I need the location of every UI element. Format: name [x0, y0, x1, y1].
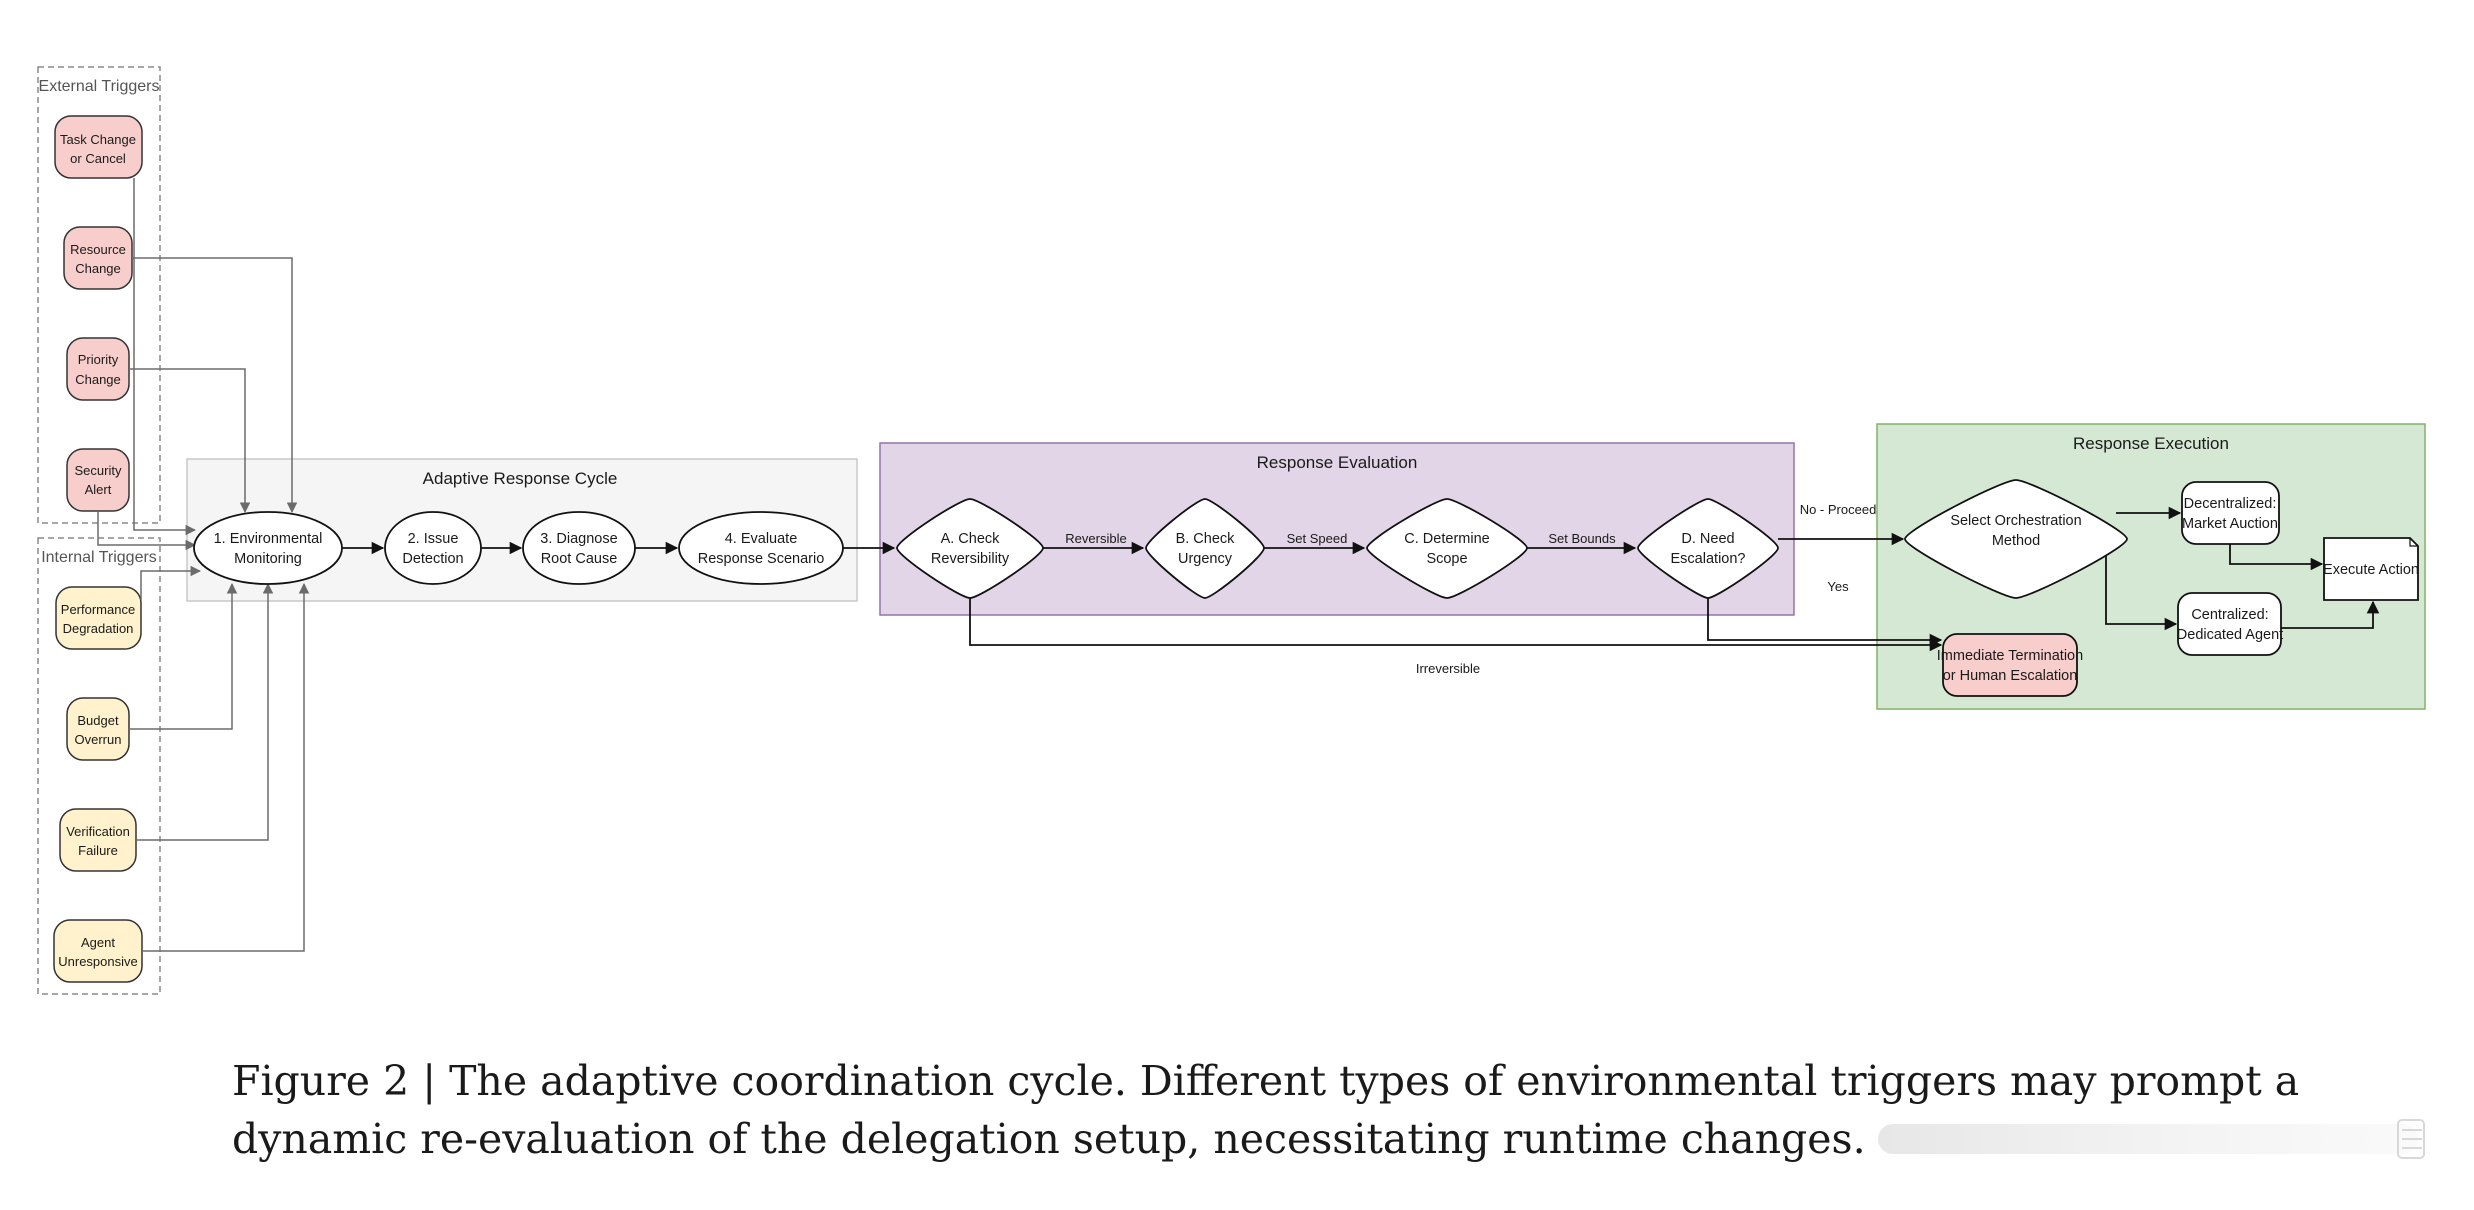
external-triggers-group: External Triggers — [37, 66, 161, 524]
svg-text:4. Evaluate: 4. Evaluate — [725, 531, 798, 547]
svg-text:Response Scenario: Response Scenario — [698, 551, 825, 567]
internal-triggers-title: Internal Triggers — [41, 549, 157, 566]
svg-text:Escalation?: Escalation? — [1671, 551, 1746, 567]
connector-security-alert — [97, 511, 197, 551]
node-need-escalation: D. Need Escalation? — [1637, 498, 1779, 599]
edge-label-yes: Yes — [1827, 579, 1849, 594]
svg-text:Root Cause: Root Cause — [541, 551, 618, 567]
node-check-reversibility: A. Check Reversibility — [896, 498, 1044, 599]
figure-caption: Figure 2 | The adaptive coordination cyc… — [232, 1052, 2300, 1168]
node-select-orchestration: Select Orchestration Method — [1904, 479, 2128, 599]
trigger-budget-overrun: Budget Overrun — [66, 697, 130, 761]
trigger-priority-change: Priority Change — [66, 337, 130, 401]
svg-text:Task Change: Task Change — [60, 132, 136, 147]
svg-text:3. Diagnose: 3. Diagnose — [540, 531, 617, 547]
trigger-security-alert: Security Alert — [66, 448, 130, 512]
node-evaluate-response-scenario: 4. Evaluate Response Scenario — [678, 511, 844, 585]
trigger-resource-change: Resource Change — [63, 226, 133, 290]
svg-text:2. Issue: 2. Issue — [408, 531, 459, 547]
svg-text:Reversibility: Reversibility — [931, 551, 1010, 567]
node-environmental-monitoring: 1. Environmental Monitoring — [193, 511, 343, 585]
evaluation-title: Response Evaluation — [1257, 453, 1418, 472]
node-issue-detection: 2. Issue Detection — [384, 511, 482, 585]
svg-text:Performance: Performance — [61, 602, 135, 617]
watermark-logo — [1878, 1119, 2425, 1159]
external-triggers-title: External Triggers — [39, 78, 160, 95]
svg-text:Market Auction: Market Auction — [2182, 516, 2278, 532]
node-determine-scope: C. Determine Scope — [1366, 498, 1528, 599]
arrow-select-to-centralized — [2105, 556, 2178, 631]
node-execute-action: Execute Action — [2323, 537, 2419, 601]
svg-text:Alert: Alert — [85, 482, 112, 497]
cycle-title: Adaptive Response Cycle — [423, 469, 618, 488]
svg-text:Decentralized:: Decentralized: — [2184, 496, 2277, 512]
flow-arrows — [342, 506, 2380, 652]
internal-triggers-group: Internal Triggers — [37, 537, 161, 995]
svg-text:Dedicated Agent: Dedicated Agent — [2177, 627, 2283, 643]
response-evaluation-group: Response Evaluation — [879, 442, 1795, 616]
svg-text:Centralized:: Centralized: — [2191, 607, 2268, 623]
svg-text:Unresponsive: Unresponsive — [58, 954, 138, 969]
svg-text:Immediate Termination: Immediate Termination — [1937, 648, 2083, 664]
svg-text:Degradation: Degradation — [63, 621, 134, 636]
svg-text:Execute Action: Execute Action — [2323, 562, 2419, 578]
connector-verification-failure — [136, 582, 274, 841]
edge-label-no-proceed: No - Proceed — [1800, 502, 1877, 517]
svg-text:Scope: Scope — [1426, 551, 1467, 567]
svg-text:Budget: Budget — [77, 713, 119, 728]
svg-text:1. Environmental: 1. Environmental — [214, 531, 323, 547]
svg-text:Resource: Resource — [70, 242, 126, 257]
svg-text:or Cancel: or Cancel — [70, 151, 126, 166]
trigger-task-change: Task Change or Cancel — [54, 115, 143, 179]
svg-text:Change: Change — [75, 372, 121, 387]
connector-resource-change — [132, 257, 298, 514]
svg-text:or Human Escalation: or Human Escalation — [1943, 668, 2078, 684]
node-diagnose-root-cause: 3. Diagnose Root Cause — [522, 511, 636, 585]
arrow-reversibility-irreversible — [969, 598, 1943, 652]
svg-text:Overrun: Overrun — [75, 732, 122, 747]
svg-text:Method: Method — [1992, 533, 2040, 549]
arrow-escalation-yes — [1707, 598, 1943, 647]
svg-text:Change: Change — [75, 261, 121, 276]
svg-text:A. Check: A. Check — [941, 531, 1001, 547]
edge-label-reversible: Reversible — [1065, 531, 1126, 546]
edge-label-set-bounds: Set Bounds — [1548, 531, 1616, 546]
svg-text:C. Determine: C. Determine — [1404, 531, 1489, 547]
trigger-performance-degradation: Performance Degradation — [55, 586, 142, 650]
edge-labels: Reversible Set Speed Set Bounds No - Pro… — [1065, 502, 1876, 676]
execution-title: Response Execution — [2073, 434, 2229, 453]
edge-label-irreversible: Irreversible — [1416, 661, 1480, 676]
caption-line-1: Figure 2 | The adaptive coordination cyc… — [232, 1057, 2300, 1105]
connector-budget-overrun — [129, 582, 238, 730]
svg-text:Security: Security — [75, 463, 122, 478]
edge-label-set-speed: Set Speed — [1287, 531, 1348, 546]
svg-text:B. Check: B. Check — [1176, 531, 1236, 547]
connector-task-change — [133, 178, 197, 536]
connector-performance-degradation — [140, 565, 202, 600]
svg-text:Verification: Verification — [66, 824, 130, 839]
svg-text:Select Orchestration: Select Orchestration — [1950, 513, 2081, 529]
connector-priority-change — [129, 368, 251, 514]
svg-text:Detection: Detection — [402, 551, 463, 567]
svg-text:Urgency: Urgency — [1178, 551, 1233, 567]
node-check-urgency: B. Check Urgency — [1145, 498, 1265, 599]
svg-text:Priority: Priority — [78, 352, 119, 367]
node-centralized-dedicated-agent: Centralized: Dedicated Agent — [2177, 592, 2283, 656]
node-immediate-termination: Immediate Termination or Human Escalatio… — [1937, 633, 2083, 697]
trigger-verification-failure: Verification Failure — [59, 808, 137, 872]
svg-text:Failure: Failure — [78, 843, 118, 858]
svg-text:D. Need: D. Need — [1681, 531, 1734, 547]
svg-text:Agent: Agent — [81, 935, 115, 950]
arrow-centralized-to-execute — [2281, 600, 2380, 629]
svg-text:Monitoring: Monitoring — [234, 551, 302, 567]
caption-line-2: dynamic re-evaluation of the delegation … — [232, 1115, 1866, 1163]
arrow-decentralized-to-execute — [2229, 544, 2324, 571]
node-decentralized-market-auction: Decentralized: Market Auction — [2181, 481, 2280, 545]
trigger-connectors — [97, 178, 310, 952]
connector-agent-unresponsive — [142, 582, 310, 952]
trigger-agent-unresponsive: Agent Unresponsive — [53, 919, 143, 983]
